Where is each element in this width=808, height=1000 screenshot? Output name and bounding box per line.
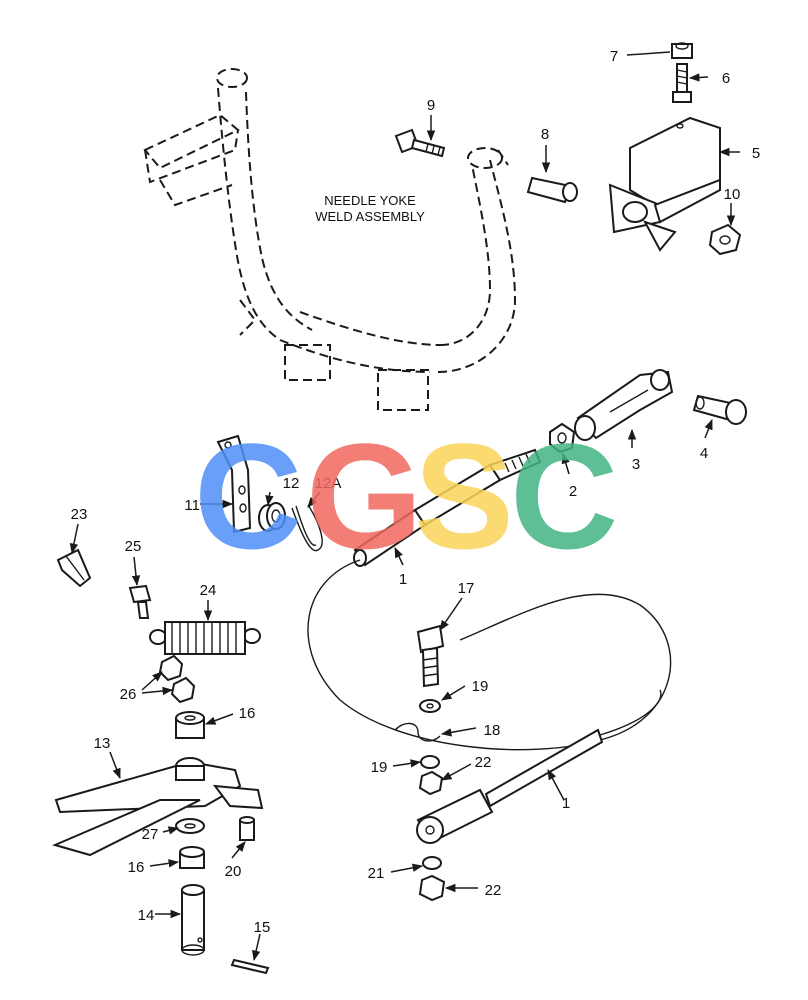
callout-22-lower: 22 bbox=[485, 882, 502, 899]
callout-21: 21 bbox=[368, 865, 385, 882]
callout-19-upper: 19 bbox=[472, 678, 489, 695]
callout-8: 8 bbox=[541, 126, 549, 143]
callout-10: 10 bbox=[724, 186, 741, 203]
part-9-bolt bbox=[394, 128, 446, 158]
part-27-washer bbox=[175, 818, 205, 834]
part-16-bushing-lower bbox=[179, 846, 205, 869]
part-6-bolt bbox=[672, 63, 692, 103]
part-20-spacer bbox=[239, 816, 255, 841]
callout-3: 3 bbox=[632, 456, 640, 473]
watermark-letter-1: C bbox=[194, 412, 302, 580]
callout-16-upper: 16 bbox=[239, 705, 256, 722]
assembly-title-line-1: NEEDLE YOKE bbox=[324, 193, 416, 208]
part-12a-u-clip bbox=[291, 504, 323, 552]
part-25-bolt bbox=[128, 584, 152, 619]
part-7-nut bbox=[671, 42, 693, 59]
callout-19-lower: 19 bbox=[371, 759, 388, 776]
part-11-bracket bbox=[216, 434, 252, 534]
watermark-letter-2: G bbox=[306, 412, 423, 580]
callout-20: 20 bbox=[225, 863, 242, 880]
part-26-nuts bbox=[158, 654, 196, 704]
callout-1-upper: 1 bbox=[399, 571, 407, 588]
callout-11: 11 bbox=[184, 497, 200, 514]
watermark-letter-4: C bbox=[510, 412, 618, 580]
callout-numbers: 1 1 2 3 4 5 6 7 8 9 10 11 12 12A 13 14 1… bbox=[71, 48, 761, 936]
part-8-spacer bbox=[526, 176, 578, 204]
part-24-spring bbox=[149, 621, 261, 655]
callout-4: 4 bbox=[700, 445, 708, 462]
callout-12a: 12A bbox=[315, 475, 342, 492]
callout-14: 14 bbox=[138, 907, 155, 924]
part-15-cotter-pin bbox=[230, 958, 270, 975]
callout-27: 27 bbox=[142, 826, 159, 843]
leader-lines bbox=[69, 51, 740, 962]
callout-1-lower: 1 bbox=[562, 795, 570, 812]
part-5-bracket bbox=[608, 116, 721, 252]
callout-15: 15 bbox=[254, 919, 271, 936]
part-19-washer-lower bbox=[420, 755, 440, 769]
callout-6: 6 bbox=[722, 70, 730, 87]
part-1-upper-cable bbox=[353, 448, 542, 567]
part-17-bolt bbox=[416, 624, 445, 688]
watermark-letter-3: S bbox=[414, 412, 514, 580]
part-13-pedal-arm bbox=[52, 757, 264, 857]
part-12-bushing bbox=[258, 502, 286, 532]
assembly-title-line-2: WELD ASSEMBLY bbox=[315, 209, 425, 224]
callout-18: 18 bbox=[484, 722, 501, 739]
callout-13: 13 bbox=[94, 735, 111, 752]
callout-17: 17 bbox=[458, 580, 475, 597]
part-21-lock-washer bbox=[422, 856, 442, 870]
needle-yoke-weld-assembly: NEEDLE YOKE WELD ASSEMBLY bbox=[143, 68, 517, 411]
part-14-pivot-pin bbox=[181, 884, 205, 956]
part-23-clip bbox=[56, 548, 92, 588]
part-10-nut bbox=[708, 223, 742, 256]
callout-16-lower: 16 bbox=[128, 859, 145, 876]
watermark-logo: C G S C bbox=[194, 412, 618, 580]
callout-25: 25 bbox=[125, 538, 142, 555]
part-18-s-hook bbox=[394, 722, 441, 742]
callout-2: 2 bbox=[569, 483, 577, 500]
part-16-bushing-upper bbox=[175, 711, 205, 739]
callout-23: 23 bbox=[71, 506, 88, 523]
part-2-nut bbox=[549, 422, 576, 454]
part-3-clevis bbox=[574, 369, 674, 441]
part-19-washer-upper bbox=[419, 699, 441, 713]
callout-24: 24 bbox=[200, 582, 217, 599]
callout-7: 7 bbox=[610, 48, 618, 65]
part-1-lower-cable bbox=[416, 728, 604, 844]
callout-22-upper: 22 bbox=[475, 754, 492, 771]
part-22-nut-upper bbox=[418, 770, 444, 796]
callout-12: 12 bbox=[283, 475, 300, 492]
part-22-nut-lower bbox=[418, 874, 446, 902]
callout-9: 9 bbox=[427, 97, 435, 114]
part-4-pin bbox=[692, 394, 747, 425]
callout-5: 5 bbox=[752, 145, 760, 162]
callout-26: 26 bbox=[120, 686, 137, 703]
